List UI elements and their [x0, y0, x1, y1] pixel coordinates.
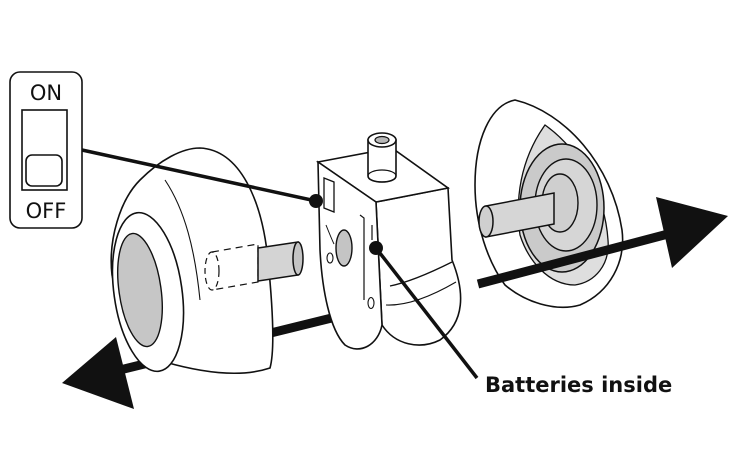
switch-knob [25, 154, 63, 187]
switch-on-label: ON [30, 81, 62, 105]
switch-off-label: OFF [26, 199, 67, 223]
batteries-leader-line [369, 241, 479, 380]
central-housing [315, 132, 462, 350]
left-end-cap [110, 147, 304, 374]
switch-leader-line [81, 148, 323, 208]
right-arrow [476, 197, 728, 289]
batteries-inside-label: Batteries inside [485, 373, 672, 397]
on-off-switch-inset: ON OFF [9, 71, 83, 229]
right-end-cap [474, 99, 624, 309]
